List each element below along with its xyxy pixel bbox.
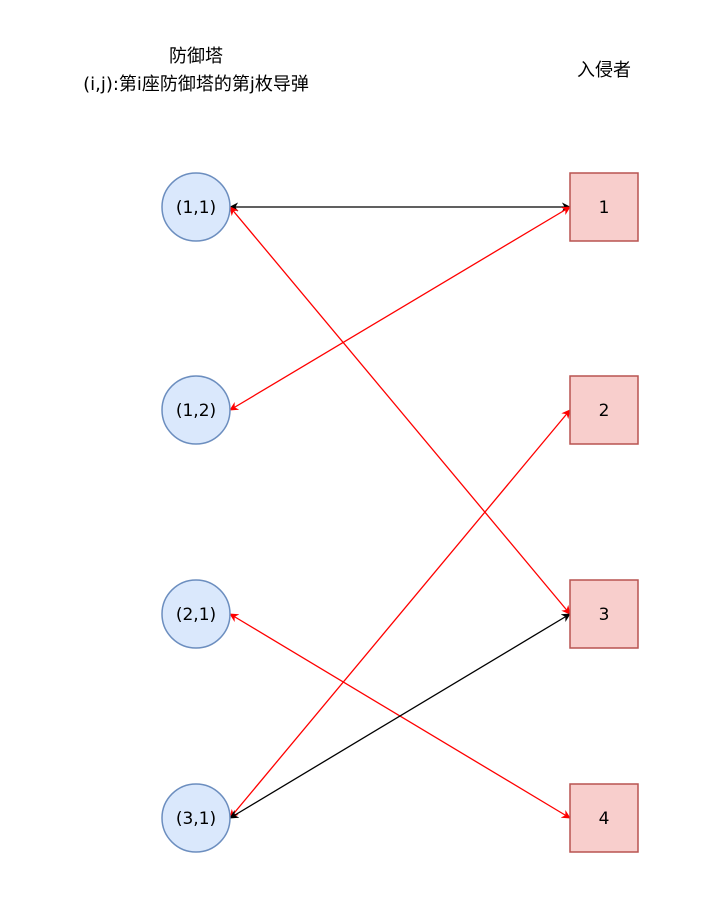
tower-node[interactable]: (1,2): [161, 375, 231, 445]
tower-label: (3,1): [176, 809, 216, 829]
invader-box: [569, 172, 639, 242]
edges-layer: [229, 202, 571, 819]
invader-node[interactable]: 1: [569, 172, 639, 242]
tower-circle: [161, 579, 231, 649]
edge-t31-i2: [229, 409, 571, 819]
invader-node[interactable]: 2: [569, 375, 639, 445]
tower-label: (2,1): [176, 605, 216, 625]
invader-node[interactable]: 4: [569, 783, 639, 853]
invader-box: [569, 579, 639, 649]
towers-subtitle: (i,j):第i座防御塔的第j枚导弹: [83, 74, 309, 95]
invader-box: [569, 783, 639, 853]
invader-box: [569, 375, 639, 445]
towers-title: 防御塔: [169, 46, 223, 67]
invader-label: 4: [599, 809, 610, 829]
edge-t11-i3: [229, 206, 571, 615]
tower-node[interactable]: (1,1): [161, 172, 231, 242]
tower-label: (1,2): [176, 401, 216, 421]
edge-t12-i1: [229, 206, 571, 411]
tower-label: (1,1): [176, 198, 216, 218]
invader-label: 1: [599, 198, 610, 218]
tower-circle: [161, 172, 231, 242]
invader-label: 2: [599, 401, 610, 421]
tower-circle: [161, 783, 231, 853]
tower-node[interactable]: (3,1): [161, 783, 231, 853]
invader-node[interactable]: 3: [569, 579, 639, 649]
invaders-title: 入侵者: [577, 60, 631, 81]
invader-label: 3: [599, 605, 610, 625]
tower-node[interactable]: (2,1): [161, 579, 231, 649]
edge-t31-i3: [229, 613, 571, 819]
tower-circle: [161, 375, 231, 445]
